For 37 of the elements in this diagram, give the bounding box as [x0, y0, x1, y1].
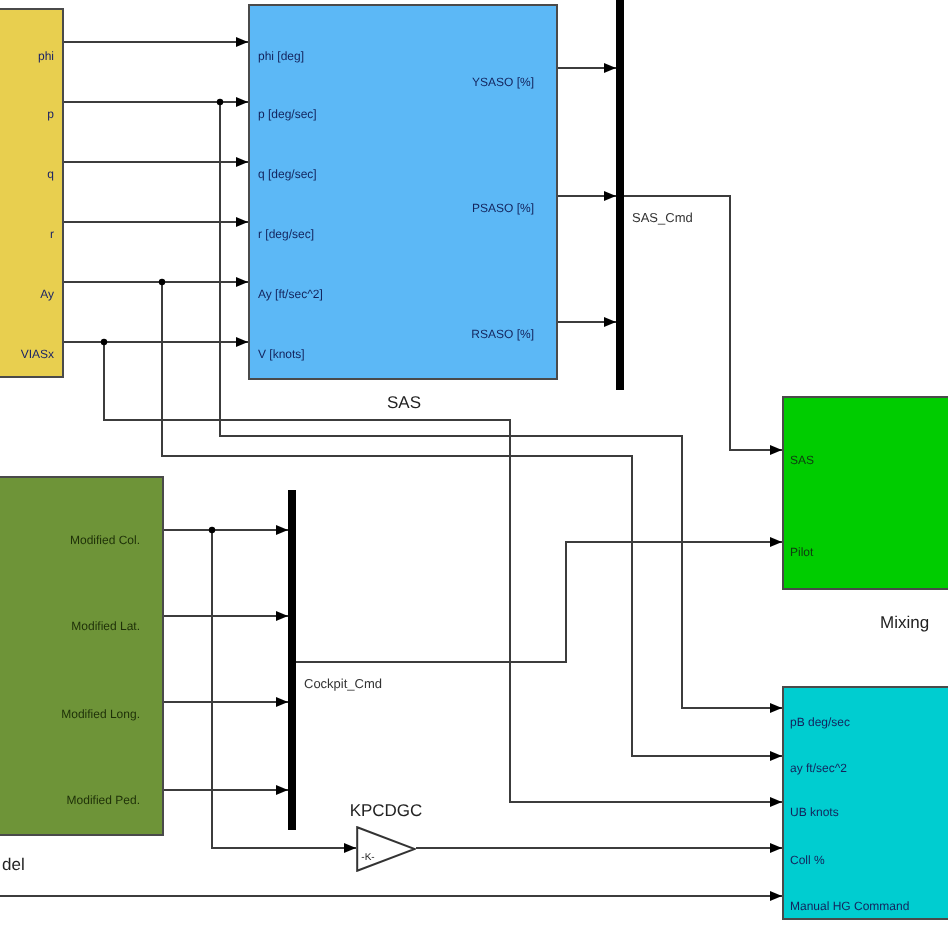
signal-arrow — [103, 337, 249, 347]
signal-arrow — [219, 97, 249, 107]
block-name: SAS — [387, 391, 421, 413]
subsystem-block — [0, 8, 64, 378]
signal-arrow — [295, 537, 783, 663]
signal-arrow — [557, 63, 617, 73]
signal-line — [63, 281, 163, 283]
subsystem-block — [782, 686, 948, 920]
signal-arrow — [161, 281, 783, 761]
subsystem-block — [782, 396, 948, 590]
signal-arrow — [211, 529, 357, 853]
signal-arrow — [623, 195, 783, 455]
signal-arrow — [415, 843, 783, 853]
block-name: KPCDGC — [349, 799, 423, 821]
signal-arrow — [161, 277, 249, 287]
block-name: Mixing — [880, 611, 930, 633]
signal-arrow — [219, 101, 783, 713]
block-name: del — [2, 853, 25, 875]
signal-arrow — [557, 317, 617, 327]
bus-bar — [288, 490, 296, 830]
signal-arrow — [211, 525, 289, 535]
signal-arrow — [163, 785, 289, 795]
signal-line — [163, 529, 213, 531]
signal-arrow — [63, 217, 249, 227]
signal-arrow — [103, 341, 783, 807]
subsystem-block — [248, 4, 558, 380]
subsystem-block — [0, 476, 164, 836]
signal-arrow — [63, 37, 249, 47]
gain-block — [356, 826, 416, 872]
signal-arrow — [0, 891, 783, 901]
signal-arrow — [163, 697, 289, 707]
signal-arrow — [557, 191, 617, 201]
signal-line — [63, 341, 105, 343]
signal-arrow — [63, 157, 249, 167]
signal-arrow — [163, 611, 289, 621]
signal-line — [63, 101, 221, 103]
bus-bar — [616, 0, 624, 390]
